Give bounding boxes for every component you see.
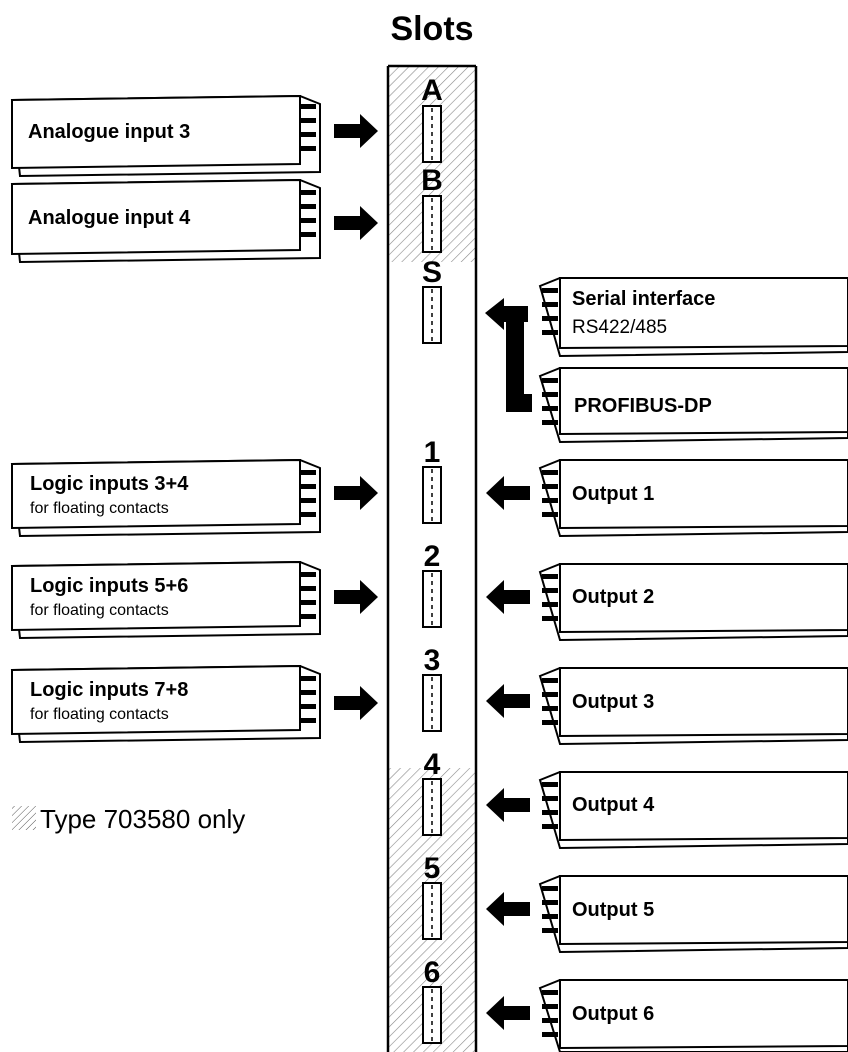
module-title: Analogue input 3 bbox=[28, 121, 190, 143]
module-output-5: Output 5 bbox=[538, 875, 848, 954]
module-subtitle: for floating contacts bbox=[30, 706, 169, 723]
module-title: Output 5 bbox=[572, 899, 654, 921]
module-analogue-input-3: Analogue input 3 bbox=[10, 94, 321, 178]
slot-connector-a bbox=[422, 105, 442, 163]
slot-connector-2 bbox=[422, 570, 442, 628]
slot-connector-4 bbox=[422, 778, 442, 836]
slot-label-3: 3 bbox=[424, 644, 441, 677]
slot-label-2: 2 bbox=[424, 540, 441, 573]
module-title: Output 6 bbox=[572, 1003, 654, 1025]
legend: Type 703580 only bbox=[12, 804, 245, 834]
module-profibus-dp: PROFIBUS-DP bbox=[538, 367, 848, 444]
module-serial-interface: Serial interface RS422/485 bbox=[538, 277, 848, 358]
arrow-right-icon bbox=[334, 206, 378, 240]
module-title: Logic inputs 5+6 bbox=[30, 575, 188, 597]
module-title: Serial interface bbox=[572, 288, 715, 310]
diagram-title: Slots bbox=[390, 10, 473, 48]
slot-label-s: S bbox=[422, 256, 442, 289]
slot-connector-1 bbox=[422, 466, 442, 524]
slot-label-1: 1 bbox=[424, 436, 441, 469]
module-title: PROFIBUS-DP bbox=[574, 395, 712, 417]
module-title: Output 4 bbox=[572, 794, 655, 816]
slot-label-b: B bbox=[421, 164, 443, 197]
module-subtitle: for floating contacts bbox=[30, 602, 169, 619]
slot-label-6: 6 bbox=[424, 956, 441, 989]
legend-text: Type 703580 only bbox=[40, 804, 245, 834]
module-title: Analogue input 4 bbox=[28, 207, 191, 229]
module-subtitle: for floating contacts bbox=[30, 500, 169, 517]
arrow-left-icon bbox=[486, 580, 530, 614]
module-subtitle: RS422/485 bbox=[572, 317, 667, 338]
slot-connector-3 bbox=[422, 674, 442, 732]
module-title: Output 1 bbox=[572, 483, 654, 505]
module-analogue-input-4: Analogue input 4 bbox=[10, 178, 321, 264]
slot-connector-5 bbox=[422, 882, 442, 940]
arrow-left-icon bbox=[486, 476, 530, 510]
module-logic-inputs-5-6: Logic inputs 5+6 for floating contacts bbox=[10, 560, 321, 640]
module-logic-inputs-7-8: Logic inputs 7+8 for floating contacts bbox=[10, 664, 321, 744]
arrow-left-icon bbox=[486, 788, 530, 822]
module-title: Output 3 bbox=[572, 691, 654, 713]
arrow-right-icon bbox=[334, 686, 378, 720]
module-title: Logic inputs 3+4 bbox=[30, 473, 189, 495]
module-title: Logic inputs 7+8 bbox=[30, 679, 188, 701]
module-logic-inputs-3-4: Logic inputs 3+4 for floating contacts bbox=[10, 458, 321, 538]
module-output-1: Output 1 bbox=[538, 459, 848, 538]
hatch-swatch-icon bbox=[12, 806, 36, 830]
arrow-left-icon bbox=[486, 684, 530, 718]
slot-connector-6 bbox=[422, 986, 442, 1044]
module-output-3: Output 3 bbox=[538, 667, 848, 746]
module-title: Output 2 bbox=[572, 586, 654, 608]
arrow-left-icon bbox=[486, 996, 530, 1030]
arrow-left-icon bbox=[486, 892, 530, 926]
slot-label-4: 4 bbox=[424, 748, 441, 781]
module-output-2: Output 2 bbox=[538, 563, 848, 642]
slot-label-a: A bbox=[421, 74, 443, 107]
slot-connector-s bbox=[422, 286, 442, 344]
arrow-right-icon bbox=[334, 580, 378, 614]
module-output-4: Output 4 bbox=[538, 771, 848, 850]
arrow-right-icon bbox=[334, 114, 378, 148]
slot-connector-b bbox=[422, 195, 442, 253]
module-output-6: Output 6 bbox=[538, 979, 848, 1052]
slot-label-5: 5 bbox=[424, 852, 441, 885]
arrow-right-icon bbox=[334, 476, 378, 510]
bus-connector-bracket bbox=[485, 298, 532, 412]
